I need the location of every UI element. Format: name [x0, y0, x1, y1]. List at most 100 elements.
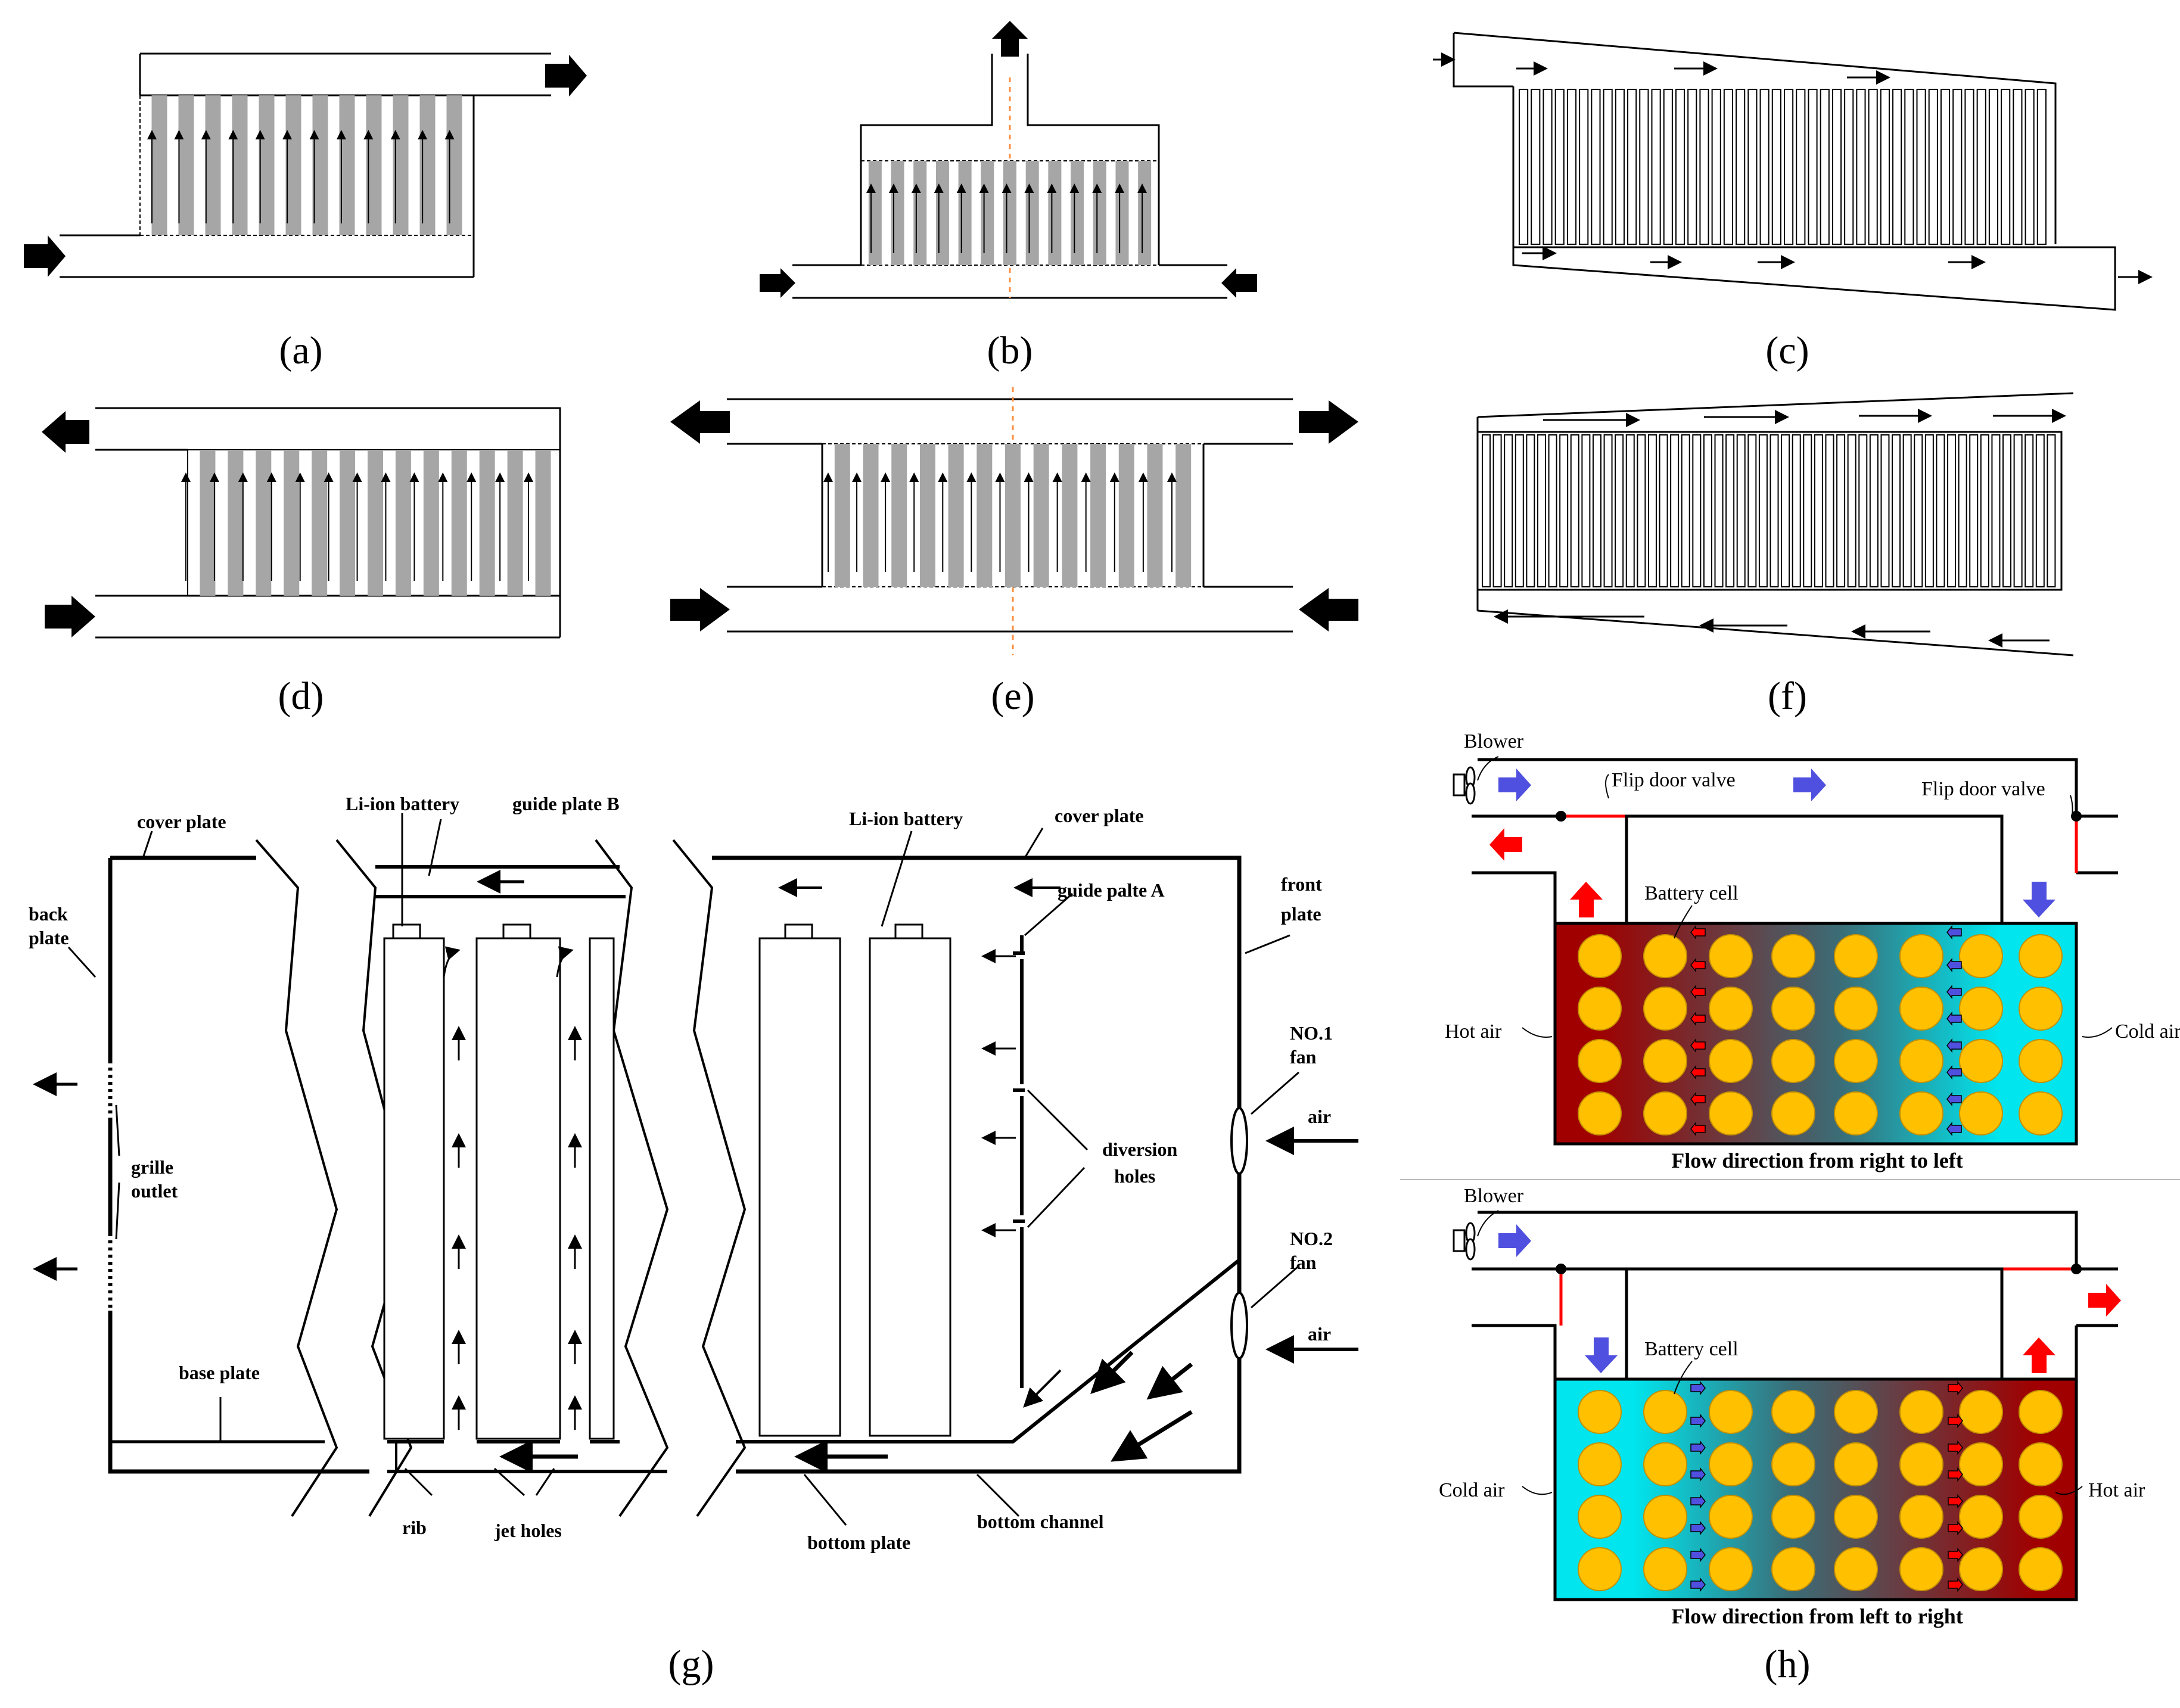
- battery-fin: [1537, 434, 1546, 587]
- battery-cell: [1899, 934, 1943, 978]
- battery-cell: [2019, 987, 2063, 1031]
- inter-cell-arrow: [1948, 1413, 1963, 1429]
- battery-plate: [535, 450, 551, 596]
- inter-cell-arrow: [1946, 957, 1962, 973]
- battery-plate: [919, 444, 935, 587]
- battery-cell: [1959, 1495, 2003, 1539]
- inter-cell-arrow: [1690, 1440, 1706, 1455]
- battery-fin: [1687, 89, 1697, 245]
- inter-cell-arrow: [1690, 1011, 1706, 1026]
- inter-cell-arrow: [1946, 1038, 1962, 1053]
- battery-fin: [1548, 434, 1557, 587]
- inter-cell-arrow: [1690, 1577, 1706, 1592]
- label-battery-cell-top: Battery cell: [1644, 882, 1739, 904]
- battery-fin: [1814, 434, 1823, 587]
- label-li-ion-battery-right: Li-ion battery: [849, 808, 963, 829]
- blower-icon: [1453, 1222, 1476, 1261]
- battery-fin: [2013, 434, 2023, 587]
- label-back-plate-2: plate: [29, 927, 69, 948]
- label-front-plate-2: plate: [1281, 903, 1321, 925]
- battery-plate: [205, 95, 221, 235]
- battery-plate: [1175, 444, 1192, 587]
- caption-b: (b): [987, 329, 1033, 372]
- battery-fin: [1566, 89, 1577, 245]
- battery-cell: [1834, 1442, 1878, 1486]
- battery-plate: [368, 450, 383, 596]
- battery-fin: [1592, 434, 1601, 587]
- battery-fin: [1736, 434, 1746, 587]
- battery-plate: [891, 444, 907, 587]
- inter-cell-arrow: [1946, 1011, 1962, 1026]
- battery-plate: [948, 444, 964, 587]
- battery-fin: [1659, 434, 1668, 587]
- flow-arrows: [866, 183, 1147, 253]
- battery-plate: [1005, 444, 1021, 587]
- inlet-arrow-right: [1299, 588, 1358, 631]
- battery-cell-grid: [1578, 1390, 2063, 1591]
- battery-cell: [2019, 1442, 2063, 1486]
- inter-cell-arrows: [1690, 1380, 1963, 1592]
- battery-plate: [228, 450, 244, 596]
- battery-fin: [1711, 89, 1721, 245]
- battery-fin: [1559, 434, 1569, 587]
- battery-fin: [1531, 89, 1541, 245]
- label-li-ion-battery-left: Li-ion battery: [346, 793, 459, 814]
- battery-fin: [1836, 434, 1846, 587]
- inter-cell-arrow: [1690, 1380, 1706, 1396]
- battery-fin: [1663, 89, 1673, 245]
- battery-fin: [1825, 434, 1834, 587]
- battery-fin: [1952, 89, 1963, 245]
- battery-plate: [395, 450, 411, 596]
- battery-fins: [1482, 434, 2056, 587]
- battery-fin: [1936, 434, 1945, 587]
- battery-cell: [1771, 1442, 1815, 1486]
- inter-cell-arrow: [1948, 1520, 1963, 1536]
- battery-plate: [1090, 444, 1106, 587]
- battery-cell: [1709, 1442, 1753, 1486]
- inter-cell-arrow: [1690, 1121, 1706, 1137]
- battery-fin: [1808, 89, 1818, 245]
- battery-cell: [1771, 1547, 1815, 1591]
- battery-plate: [834, 444, 850, 587]
- label-cold-air-top: Cold air: [2115, 1021, 2180, 1043]
- battery-fin: [2024, 434, 2034, 587]
- flow-arrows: [181, 472, 534, 581]
- battery-plate: [259, 95, 275, 235]
- battery-cell: [1834, 1547, 1878, 1591]
- battery-fin: [1736, 89, 1746, 245]
- battery-cell: [1643, 1091, 1687, 1135]
- battery-fin: [1940, 89, 1951, 245]
- battery-cell: [1578, 1390, 1622, 1434]
- outlet-arrow-left: [670, 400, 730, 444]
- battery-fin: [1692, 434, 1702, 587]
- battery-fin: [1615, 89, 1625, 245]
- panel-c-tapered-manifold: (c): [1433, 32, 2153, 372]
- battery-cell: [1709, 1091, 1753, 1135]
- battery-fin: [1880, 89, 1890, 245]
- battery-fin: [1831, 89, 1842, 245]
- battery-fin: [1844, 89, 1854, 245]
- inter-cell-arrow: [1946, 925, 1962, 940]
- panel-f-tapered-manifold: (f): [1476, 392, 2074, 718]
- flow-arrows: [147, 130, 455, 223]
- inter-cell-arrow: [1690, 984, 1706, 1000]
- battery-plate: [285, 95, 301, 235]
- inter-cell-arrows: [1690, 925, 1962, 1137]
- battery-plates: [200, 450, 551, 596]
- battery-cell: [1899, 1091, 1943, 1135]
- battery-cell: [1834, 1495, 1878, 1539]
- battery-fin: [1625, 434, 1635, 587]
- battery-fin: [1759, 89, 1769, 245]
- battery-fin: [1554, 89, 1565, 245]
- blower-icon: [1453, 766, 1476, 805]
- battery-cell-grid: [1578, 934, 2063, 1135]
- battery-plate: [1071, 161, 1084, 265]
- battery-cell: [1643, 1495, 1687, 1539]
- battery-fin: [1681, 434, 1690, 587]
- battery-cell: [1709, 987, 1753, 1031]
- battery-cell: [1643, 1442, 1687, 1486]
- battery-plate: [178, 95, 194, 235]
- battery-fin: [1976, 89, 1986, 245]
- battery-fin: [2024, 89, 2035, 245]
- battery-plate: [312, 450, 328, 596]
